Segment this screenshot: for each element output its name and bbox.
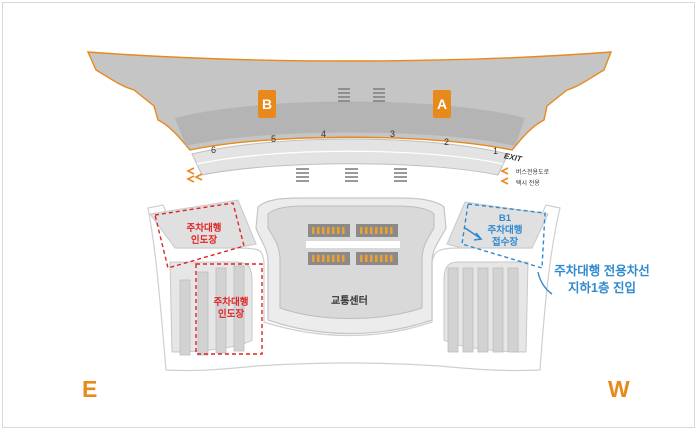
transport-center-label: 교통센터 xyxy=(331,296,368,307)
curb-number-1: 1 xyxy=(493,146,499,156)
curb-number-3: 3 xyxy=(390,129,396,139)
west-wing-label: W xyxy=(608,376,630,402)
valet-lane-callout: 주차대행 전용차선 지하1층 진입 xyxy=(540,263,664,297)
arrow-icons xyxy=(186,167,509,185)
platform-walkway xyxy=(306,241,400,248)
valet-lane-callout-line2: 지하1층 진입 xyxy=(568,281,636,295)
valet-reception: B1 주차대행 접수장 xyxy=(476,213,534,249)
valet-area-2-outline xyxy=(195,263,263,355)
bus-lane-label: 버스전용도로 xyxy=(516,170,550,176)
valet-reception-line1: 주차대행 xyxy=(487,225,523,236)
valet-pickup-area-2-line2: 인도장 xyxy=(217,309,245,320)
parking-rows xyxy=(179,265,519,356)
valet-lane-callout-line1: 주차대행 전용차선 xyxy=(554,264,650,278)
valet-area-1-outline xyxy=(154,202,245,269)
map-frame xyxy=(2,2,695,428)
curb-number-2: 2 xyxy=(444,137,450,147)
taxi-lane-label: 택시 전용 xyxy=(516,181,540,187)
terminal-stairs xyxy=(338,88,385,102)
valet-reception-outline xyxy=(461,203,546,269)
valet-pickup-area-1: 주차대행 인도장 xyxy=(176,223,232,247)
valet-pickup-area-1-line1: 주차대행 xyxy=(186,223,222,234)
valet-reception-line2: 접수장 xyxy=(491,237,519,248)
curb-number-5: 5 xyxy=(271,134,277,144)
gate-a-marker: A xyxy=(433,90,451,118)
crosswalks xyxy=(296,168,407,182)
bus-bays xyxy=(312,227,393,262)
valet-pickup-area-2-line1: 주차대행 xyxy=(213,297,249,308)
valet-reception-floor: B1 xyxy=(498,213,512,224)
reception-arrow-icon xyxy=(464,227,481,239)
gate-b-marker: B xyxy=(258,90,276,118)
curb-number-4: 4 xyxy=(321,129,327,139)
valet-pickup-area-2: 주차대행 인도장 xyxy=(203,297,259,321)
east-wing-label: E xyxy=(82,376,98,402)
curb-number-6: 6 xyxy=(211,145,217,155)
curb-road xyxy=(191,138,509,176)
valet-pickup-area-1-line2: 인도장 xyxy=(190,235,218,246)
callout-leader xyxy=(537,271,553,295)
